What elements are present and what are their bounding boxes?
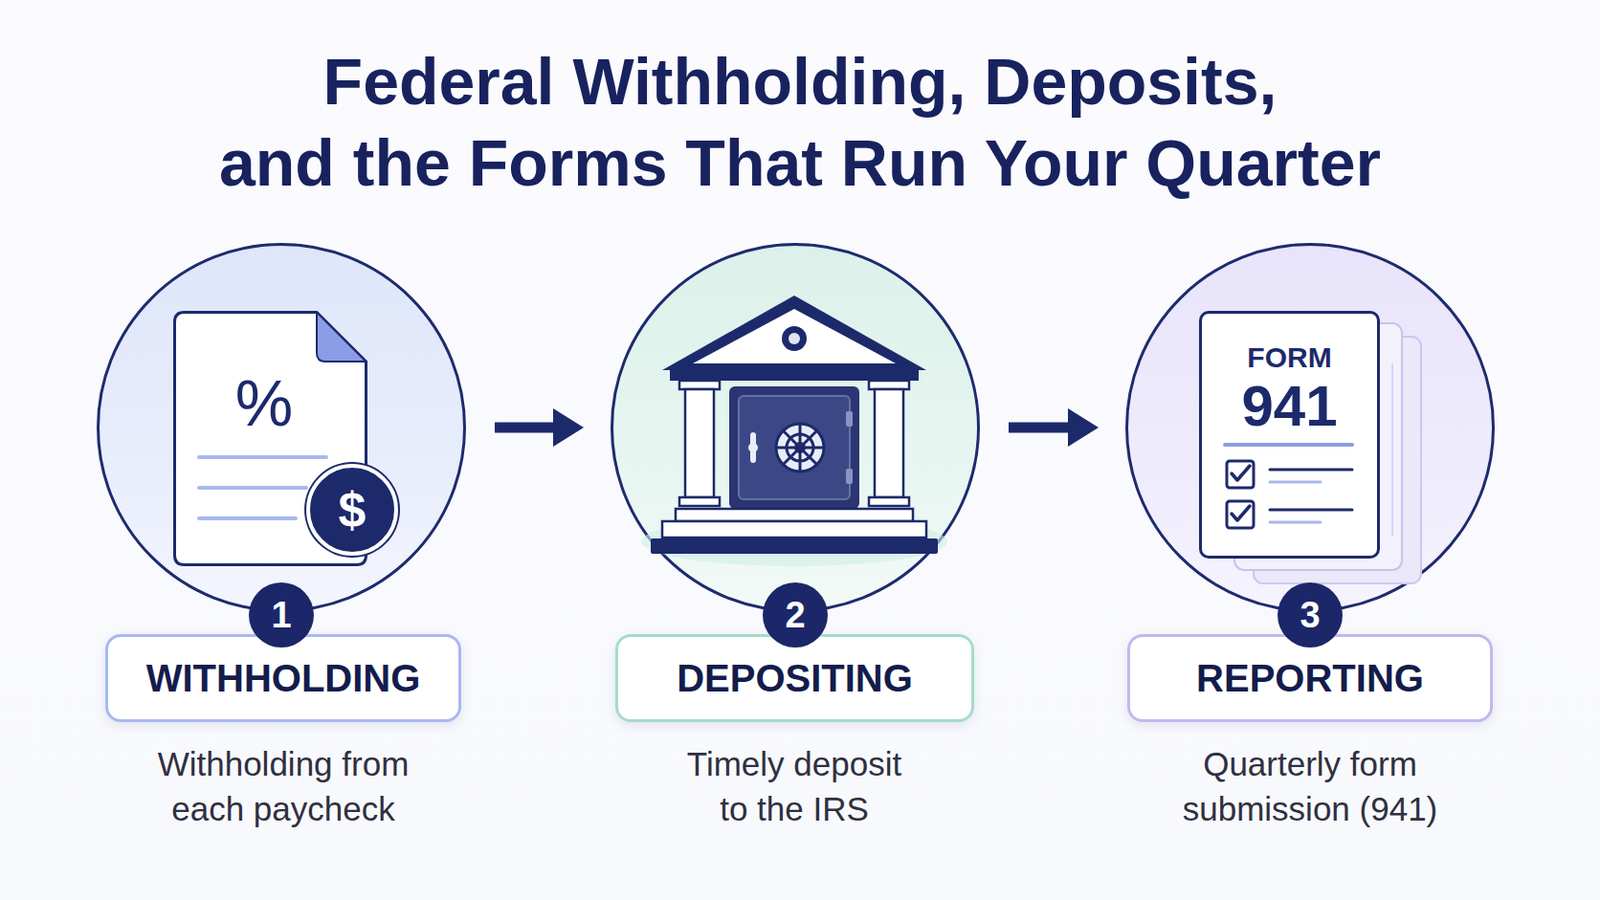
- form-heading: FORM: [1201, 340, 1378, 376]
- arrow-shaft: [494, 422, 557, 434]
- title-line-spacer: [197, 41, 289, 123]
- step-number-badge: 3: [1277, 582, 1343, 648]
- flow-arrow: [494, 408, 584, 447]
- step-circle: 3FORM941: [1125, 243, 1495, 613]
- step-number-badge: 2: [762, 582, 828, 648]
- arrow-shaft: [1008, 422, 1072, 434]
- step-number-badge: 1: [248, 582, 314, 648]
- coin-icon: $: [306, 464, 399, 556]
- step-description: Quarterly form submission (941): [1161, 741, 1459, 832]
- flow-arrow: [1008, 408, 1099, 447]
- dollar-symbol: $: [310, 467, 395, 553]
- step-circle: 2: [610, 243, 980, 613]
- arrow-head: [1067, 408, 1099, 447]
- percent-symbol: %: [173, 364, 356, 442]
- step-heading: DEPOSITING: [618, 637, 972, 720]
- arrow-head: [553, 408, 584, 447]
- title-line-spacer: [1311, 41, 1403, 123]
- step-description: Withholding from each paycheck: [134, 741, 432, 832]
- step-description: Timely deposit to the IRS: [674, 741, 914, 832]
- form-number: 941: [1201, 375, 1378, 439]
- step-heading: REPORTING: [1130, 637, 1490, 720]
- document-fold: [316, 312, 367, 363]
- step-circle: 1%$: [96, 243, 467, 613]
- diagram-title: Federal Withholding, Deposits, and the F…: [219, 44, 1381, 200]
- form-document: FORM941: [1199, 311, 1380, 559]
- title-box: Federal Withholding, Deposits, and the F…: [197, 41, 1403, 204]
- step-heading: WITHHOLDING: [108, 637, 459, 720]
